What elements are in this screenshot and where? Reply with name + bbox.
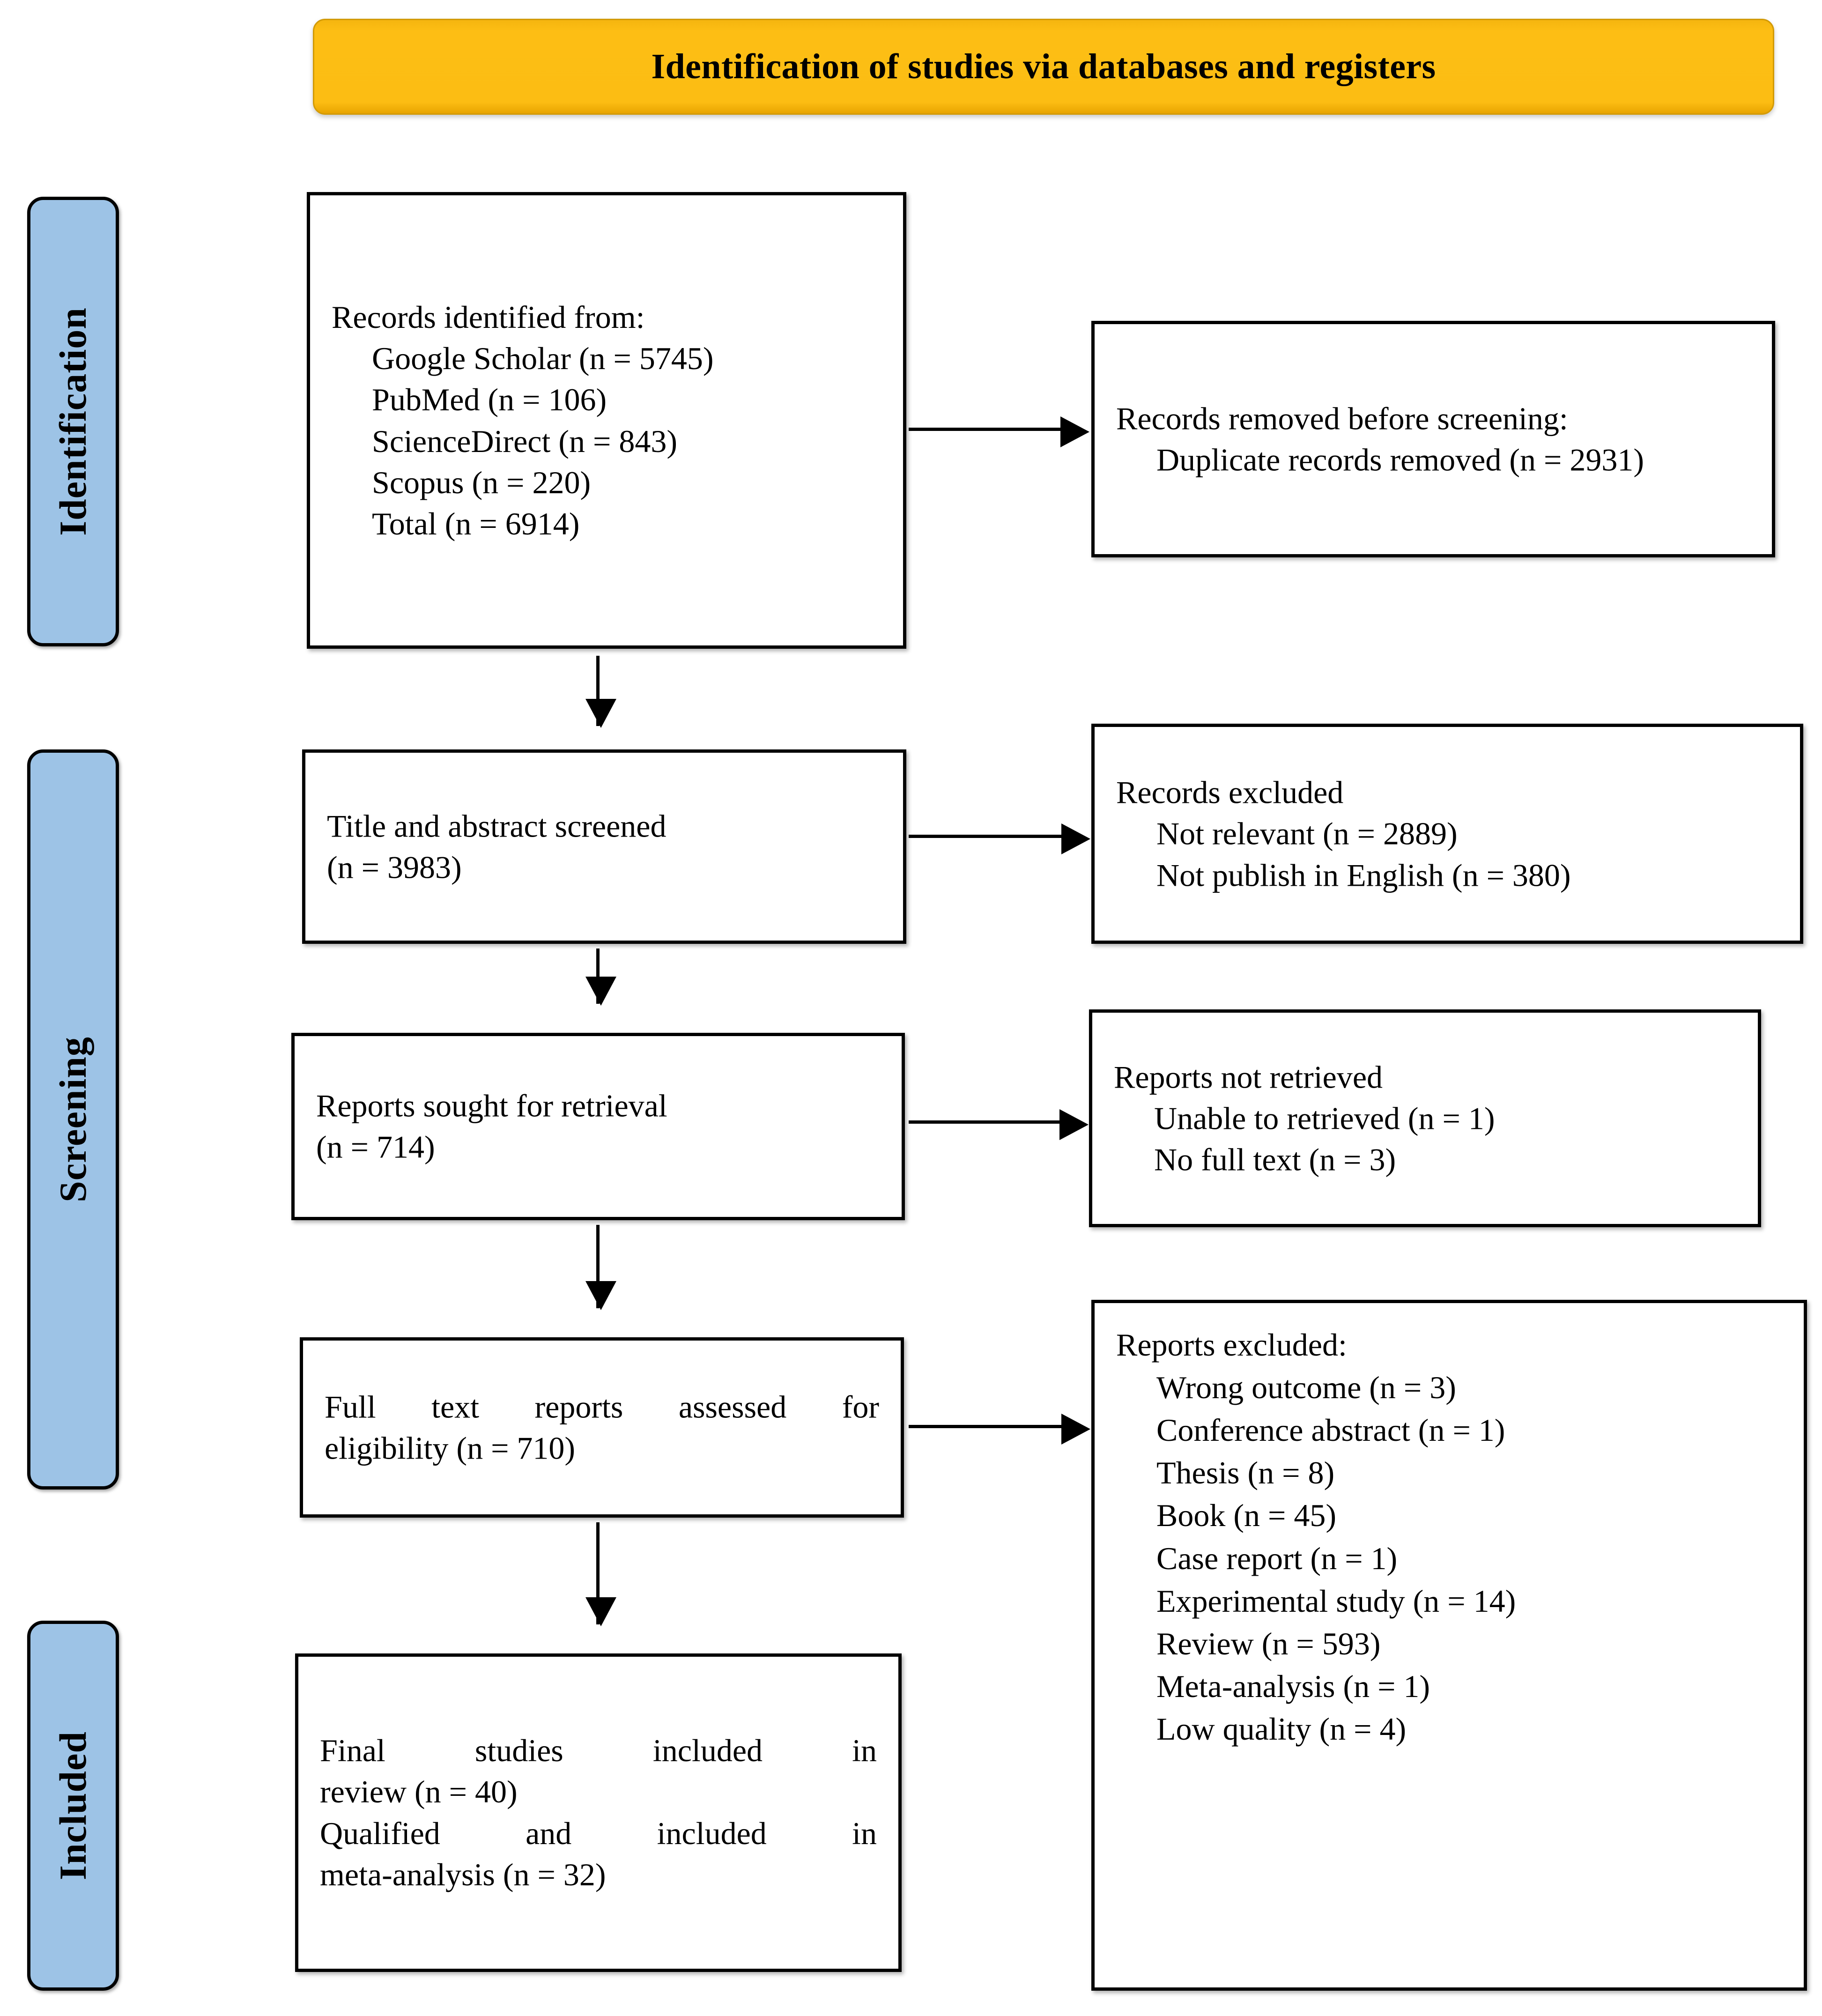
arrow-screened-to-excluded [909, 823, 1090, 854]
arrow-sought-to-fulltext [585, 1225, 616, 1310]
box-reports-excluded-eligibility: Reports excluded: Wrong outcome (n = 3) … [1091, 1300, 1807, 1991]
reports-sought-count: (n = 714) [316, 1129, 435, 1165]
reports-excluded-heading: Reports excluded: [1116, 1327, 1347, 1363]
final-studies-review-label: Final studies included in [320, 1733, 877, 1769]
box-records-excluded: Records excluded Not relevant (n = 2889)… [1091, 724, 1803, 944]
title-abstract-screened-label: Title and abstract screened [327, 808, 667, 844]
box-records-identified: Records identified from: Google Scholar … [307, 192, 906, 649]
records-excluded-not-english: Not publish in English (n = 380) [1156, 857, 1571, 893]
title-abstract-screened-count: (n = 3983) [327, 849, 462, 885]
reports-sought-label: Reports sought for retrieval [316, 1088, 667, 1124]
full-text-assessed-count: eligibility (n = 710) [325, 1430, 576, 1466]
records-excluded-heading: Records excluded [1116, 774, 1344, 810]
arrow-head-down-icon [585, 699, 616, 728]
arrow-identified-to-screened [585, 656, 616, 728]
reports-not-retrieved-no-full-text: No full text (n = 3) [1154, 1141, 1396, 1178]
box-records-removed-before-screening: Records removed before screening: Duplic… [1091, 321, 1775, 557]
full-text-assessed-label: Full text reports assessed for [325, 1389, 879, 1425]
arrow-head-down-icon [585, 1281, 616, 1310]
box-reports-not-retrieved: Reports not retrieved Unable to retrieve… [1089, 1009, 1761, 1227]
box-full-text-reports-assessed: Full text reports assessed for eligibili… [300, 1337, 904, 1518]
records-removed-duplicates: Duplicate records removed (n = 2931) [1156, 442, 1644, 478]
reports-excluded-thesis: Thesis (n = 8) [1156, 1455, 1335, 1491]
arrow-screened-to-sought [585, 949, 616, 1006]
records-identified-source-google-scholar: Google Scholar (n = 5745) [372, 340, 714, 376]
stage-label-identification-text: Identification [52, 307, 94, 536]
records-excluded-not-relevant: Not relevant (n = 2889) [1156, 815, 1458, 852]
diagram-title: Identification of studies via databases … [651, 46, 1436, 86]
box-reports-sought-for-retrieval: Reports sought for retrieval (n = 714) [291, 1033, 905, 1220]
arrow-head-right-icon [1061, 1414, 1090, 1445]
arrow-head-down-icon [585, 977, 616, 1006]
stage-label-included: Included [27, 1621, 119, 1991]
reports-excluded-case-report: Case report (n = 1) [1156, 1540, 1398, 1576]
reports-excluded-book: Book (n = 45) [1156, 1497, 1336, 1534]
arrow-fulltext-to-final [585, 1522, 616, 1626]
arrow-head-right-icon [1059, 1109, 1089, 1140]
records-identified-source-pubmed: PubMed (n = 106) [372, 382, 607, 418]
reports-excluded-meta-analysis: Meta-analysis (n = 1) [1156, 1668, 1430, 1704]
final-studies-review-count: review (n = 40) [320, 1774, 518, 1810]
diagram-header-banner: Identification of studies via databases … [313, 19, 1774, 115]
records-identified-total: Total (n = 6914) [372, 506, 580, 542]
reports-excluded-experimental-study: Experimental study (n = 14) [1156, 1583, 1516, 1619]
stage-label-screening-text: Screening [52, 1037, 94, 1202]
arrow-sought-to-not-retrieved [909, 1109, 1089, 1140]
records-identified-heading: Records identified from: [332, 299, 645, 335]
stage-label-screening: Screening [27, 749, 119, 1490]
records-identified-source-sciencedirect: ScienceDirect (n = 843) [372, 423, 677, 459]
arrow-head-down-icon [585, 1597, 616, 1626]
reports-excluded-review: Review (n = 593) [1156, 1625, 1381, 1661]
final-studies-meta-label: Qualified and included in [320, 1816, 877, 1851]
arrow-identified-to-removed [909, 416, 1089, 447]
final-studies-meta-count: meta-analysis (n = 32) [320, 1857, 606, 1893]
records-removed-heading: Records removed before screening: [1116, 400, 1568, 437]
reports-not-retrieved-heading: Reports not retrieved [1114, 1059, 1383, 1095]
arrow-head-right-icon [1061, 823, 1090, 854]
reports-excluded-wrong-outcome: Wrong outcome (n = 3) [1156, 1370, 1456, 1406]
reports-excluded-low-quality: Low quality (n = 4) [1156, 1711, 1407, 1747]
stage-label-identification: Identification [27, 197, 119, 646]
reports-not-retrieved-unable: Unable to retrieved (n = 1) [1154, 1100, 1495, 1136]
stage-label-included-text: Included [52, 1731, 94, 1880]
arrow-head-right-icon [1060, 416, 1089, 447]
reports-excluded-conference-abstract: Conference abstract (n = 1) [1156, 1412, 1505, 1448]
box-title-abstract-screened: Title and abstract screened (n = 3983) [302, 749, 906, 944]
box-final-studies-included: Final studies included in review (n = 40… [295, 1653, 902, 1972]
arrow-fulltext-to-reports-excluded [909, 1414, 1090, 1445]
records-identified-source-scopus: Scopus (n = 220) [372, 464, 591, 500]
